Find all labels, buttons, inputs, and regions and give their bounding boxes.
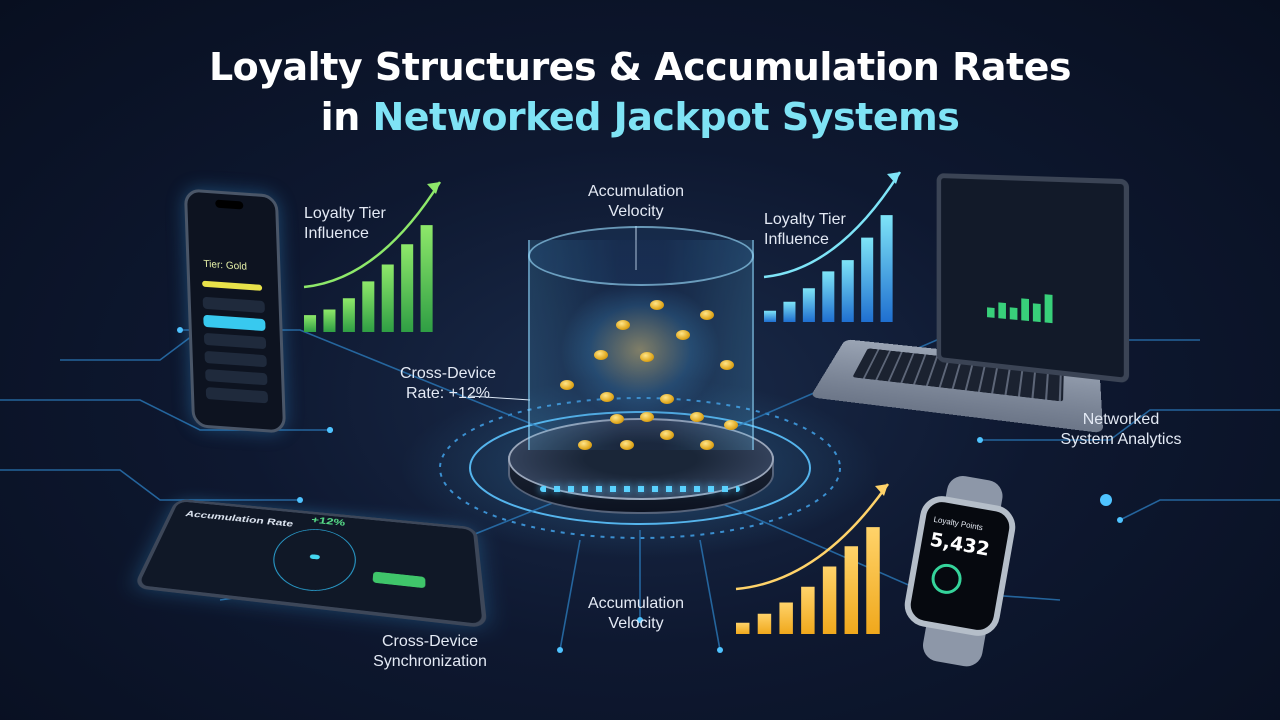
reactor-cylinder-rim	[528, 226, 754, 286]
growth-bar	[866, 527, 880, 634]
growth-arrow-head	[427, 182, 440, 194]
label-line: Influence	[304, 225, 369, 242]
phone-list-item	[205, 386, 269, 404]
coin-icon	[600, 392, 614, 402]
label-line: Cross-Device	[381, 633, 478, 650]
growth-bar	[420, 225, 433, 332]
coin-icon	[676, 330, 690, 340]
phone-list-item-selected	[203, 314, 266, 332]
laptop-screen	[936, 173, 1130, 384]
coin-icon	[594, 350, 608, 360]
growth-bar	[779, 602, 793, 634]
coin-icon	[700, 310, 714, 320]
label-line: Velocity	[608, 203, 664, 220]
label-line: Rate: +12%	[405, 385, 491, 402]
growth-bar	[844, 546, 859, 634]
coin-icon	[660, 394, 674, 404]
growth-arrow-head	[887, 172, 900, 184]
reactor-pedestal-lights	[540, 486, 740, 492]
title-line-2-accent: Networked Jackpot Systems	[372, 95, 960, 139]
phone-list-item	[204, 350, 267, 368]
label-cross-device-rate: Cross-Device Rate: +12%	[388, 364, 508, 404]
phone-notch	[215, 199, 244, 210]
label-line: Influence	[764, 231, 829, 248]
label-line: Velocity	[608, 615, 664, 632]
label-cross-device-sync: Cross-Device Synchronization	[360, 632, 500, 672]
coin-icon	[650, 300, 664, 310]
growth-bar	[757, 613, 772, 634]
growth-bar	[304, 315, 317, 332]
smartphone-device: Tier: Gold	[183, 188, 287, 434]
phone-tier-progress	[202, 280, 263, 291]
coin-icon	[620, 440, 634, 450]
tablet-action-button	[372, 571, 426, 589]
coin-icon	[616, 320, 630, 330]
growth-trend-arrow	[763, 171, 902, 279]
coin-icon	[724, 420, 738, 430]
growth-bar	[764, 310, 777, 322]
label-accumulation-velocity-bottom: Accumulation Velocity	[566, 594, 706, 634]
growth-bar	[342, 298, 355, 332]
coin-icon	[578, 440, 592, 450]
label-line: Accumulation	[587, 183, 685, 200]
central-ring-inner	[469, 411, 811, 525]
circuit-nodes	[177, 327, 1123, 653]
phone-list-item	[202, 296, 265, 314]
coin-icon	[640, 412, 654, 422]
title-line-1: Loyalty Structures & Accumulation Rates	[208, 45, 1072, 89]
label-line: Cross-Device	[399, 365, 496, 382]
tablet-radar-ring	[265, 525, 359, 596]
growth-bar	[736, 622, 750, 634]
title-line-2-prefix: in	[320, 95, 373, 139]
growth-bar	[381, 264, 394, 332]
tablet-title: Accumulation Rate	[183, 508, 295, 529]
signal-icon	[929, 561, 964, 597]
title-line-2: in Networked Jackpot Systems	[0, 92, 1280, 142]
phone-tier-text: Tier: Gold	[203, 258, 248, 273]
growth-bar	[323, 309, 336, 332]
label-line: Accumulation	[587, 595, 685, 612]
label-loyalty-tier-right: Loyalty Tier Influence	[764, 210, 884, 250]
growth-bar	[802, 288, 815, 322]
reactor-vortex-glow	[560, 280, 720, 420]
growth-bar	[362, 281, 375, 332]
growth-bar	[861, 237, 874, 322]
growth-trend-arrow	[735, 483, 890, 591]
coin-icon	[690, 412, 704, 422]
growth-bar	[880, 215, 893, 322]
watch-points-value: 5,432	[928, 528, 992, 561]
coin-icon	[700, 440, 714, 450]
growth-bar	[822, 566, 837, 634]
page-title: Loyalty Structures & Accumulation Rates …	[0, 42, 1280, 142]
growth-charts	[303, 171, 902, 634]
label-line: Networked	[1082, 411, 1160, 428]
label-accumulation-velocity-top: Accumulation Velocity	[566, 182, 706, 222]
phone-list-item	[205, 368, 268, 386]
coin-icon	[640, 352, 654, 362]
growth-bar	[783, 301, 796, 322]
central-ring-outer	[439, 397, 841, 539]
growth-bar	[801, 586, 815, 634]
label-loyalty-tier-left: Loyalty Tier Influence	[304, 204, 424, 244]
coin-icon	[660, 430, 674, 440]
growth-arrow-head	[875, 484, 888, 496]
coin-icon	[610, 414, 624, 424]
growth-bar	[401, 244, 414, 332]
growth-trend-arrow	[303, 181, 442, 289]
label-line: Loyalty Tier	[764, 211, 846, 228]
label-line: System Analytics	[1060, 431, 1182, 448]
label-line: Loyalty Tier	[304, 205, 386, 222]
phone-list-item	[203, 332, 267, 350]
growth-bar	[841, 260, 854, 322]
tablet-radar-center	[309, 554, 321, 560]
laptop-mini-chart	[987, 284, 1054, 324]
tablet-rate: +12%	[310, 514, 346, 528]
coin-icon	[720, 360, 734, 370]
label-line: Synchronization	[373, 653, 487, 670]
coin-icon	[560, 380, 574, 390]
growth-bar	[822, 271, 835, 322]
label-networked-analytics: Networked System Analytics	[1046, 410, 1196, 450]
